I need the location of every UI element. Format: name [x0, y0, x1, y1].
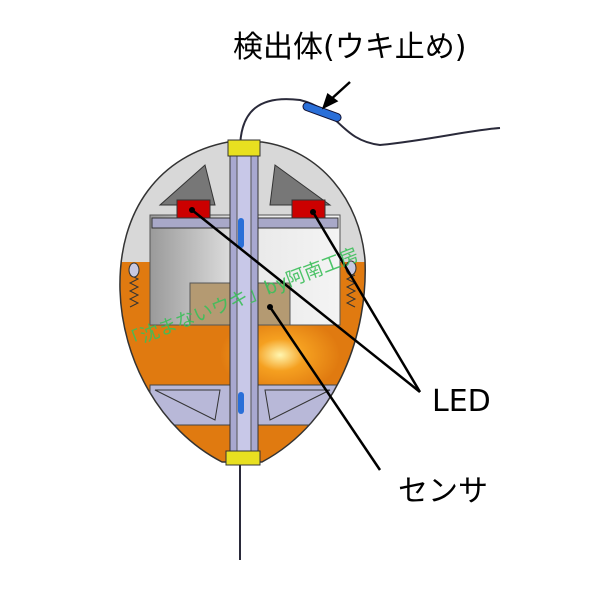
cable: [239, 98, 501, 560]
leader-lines: [191, 81, 422, 471]
led-right: [291, 199, 326, 219]
top-collar: [227, 139, 261, 157]
label-detector: 検出体(ウキ止め): [233, 30, 467, 65]
bottom-collar: [225, 450, 261, 466]
detector: [302, 102, 342, 122]
label-sensor: センサ: [398, 474, 488, 509]
label-led: LED: [432, 384, 491, 419]
